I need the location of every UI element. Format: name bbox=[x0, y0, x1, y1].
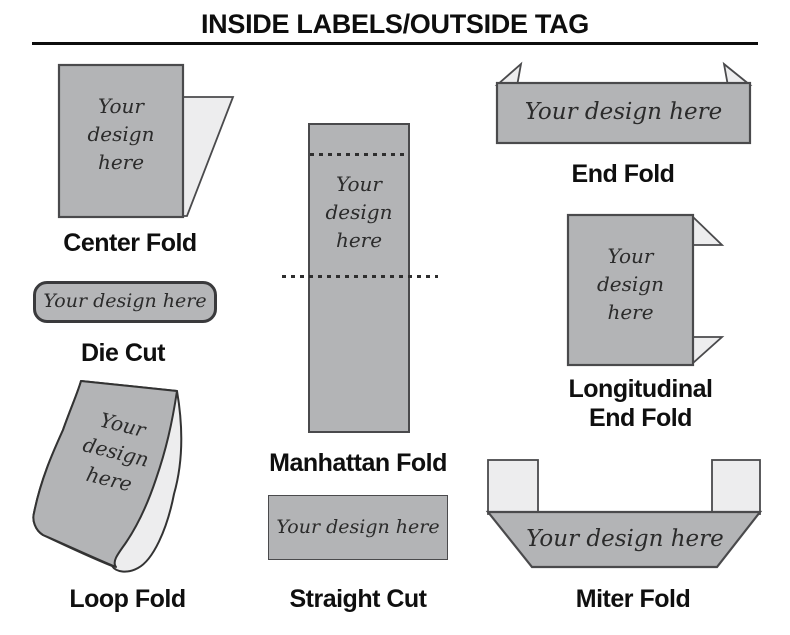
end-fold-label: End Fold bbox=[571, 160, 675, 188]
center-fold-shape bbox=[57, 63, 235, 219]
loop-fold-shape bbox=[32, 380, 183, 573]
miter-fold-band bbox=[485, 510, 763, 569]
miter-fold-shape bbox=[485, 459, 763, 569]
center-fold-label: Center Fold bbox=[63, 229, 197, 257]
straight-cut-shape bbox=[268, 495, 448, 560]
longitudinal-end-fold-label: Longitudinal End Fold bbox=[568, 375, 713, 432]
manhattan-fold-top-fold-line bbox=[310, 153, 408, 156]
longitudinal-end-fold-top-tab bbox=[692, 214, 725, 246]
manhattan-fold-design-text: Your design here bbox=[325, 172, 393, 252]
manhattan-fold-label: Manhattan Fold bbox=[269, 449, 447, 477]
end-fold-design-text: Your design here bbox=[524, 99, 723, 125]
miter-fold-design-text: Your design here bbox=[526, 526, 724, 552]
manhattan-fold-center-fold-line bbox=[282, 275, 438, 278]
die-cut-shape bbox=[33, 281, 217, 323]
end-fold-shape bbox=[494, 61, 753, 145]
miter-fold-right-tab bbox=[711, 459, 761, 515]
die-cut-design-text: Your design here bbox=[43, 290, 207, 312]
longitudinal-end-fold-shape bbox=[566, 213, 725, 367]
longitudinal-end-fold-bottom-tab bbox=[692, 336, 725, 366]
miter-fold-label: Miter Fold bbox=[575, 585, 691, 613]
loop-fold-label: Loop Fold bbox=[69, 585, 186, 613]
page-title: INSIDE LABELS/OUTSIDE TAG bbox=[200, 9, 590, 39]
center-fold-design-text: Your design here bbox=[87, 94, 155, 174]
center-fold-back-flap bbox=[182, 96, 235, 217]
longitudinal-end-fold-design-text: Your design here bbox=[597, 244, 664, 324]
straight-cut-design-text: Your design here bbox=[276, 516, 440, 538]
loop-fold-front-panel bbox=[32, 380, 178, 568]
straight-cut-label: Straight Cut bbox=[289, 585, 427, 613]
manhattan-fold-shape bbox=[308, 123, 410, 433]
end-fold-band bbox=[495, 81, 752, 145]
center-fold-front-panel bbox=[57, 63, 185, 219]
miter-fold-left-tab bbox=[487, 459, 539, 515]
die-cut-label: Die Cut bbox=[81, 339, 166, 367]
longitudinal-end-fold-panel bbox=[566, 213, 695, 367]
title-underline bbox=[32, 42, 758, 45]
